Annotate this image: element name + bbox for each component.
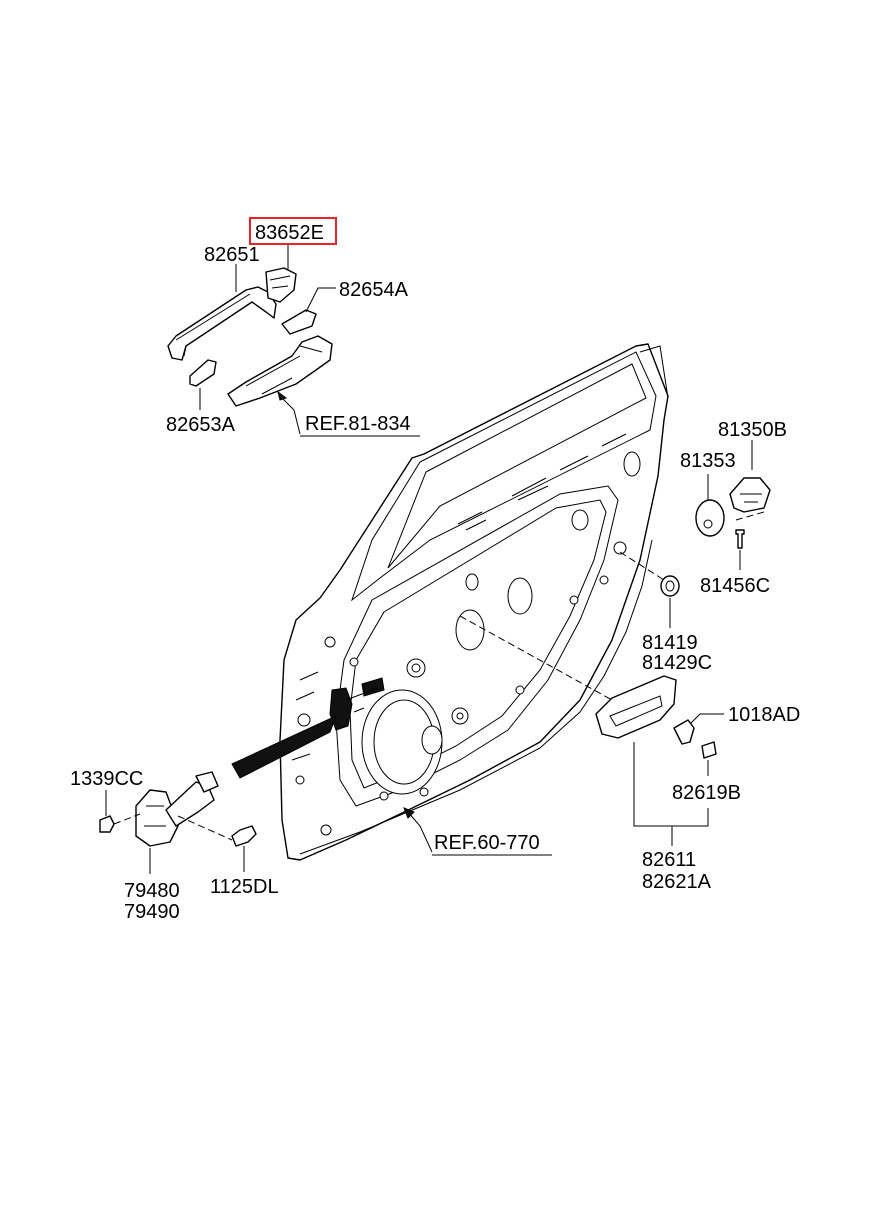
door-check-bolt[interactable] [231,825,257,847]
handle-gasket[interactable] [281,309,317,335]
label-81429C[interactable]: 81429C [642,652,712,674]
label-81419[interactable]: 81419 [642,632,698,654]
striker[interactable] [729,477,771,513]
label-79480[interactable]: 79480 [124,880,180,902]
label-82619B[interactable]: 82619B [672,782,741,804]
pointer-wedge [231,715,337,779]
handle-plug[interactable] [701,741,717,759]
label-ref-60-770[interactable]: REF.60-770 [434,832,540,854]
handle-pad[interactable] [189,359,217,387]
label-1125DL[interactable]: 1125DL [210,876,279,898]
check-link-mount [329,687,353,731]
outside-handle-group [167,244,336,435]
label-81353[interactable]: 81353 [680,450,736,472]
label-79490[interactable]: 79490 [124,901,180,923]
door-check[interactable] [135,789,179,847]
highlight-box [249,217,337,245]
label-1339CC[interactable]: 1339CC [70,768,143,790]
label-82621A[interactable]: 82621A [642,871,712,893]
striker-cover[interactable] [695,499,725,537]
grommet[interactable] [660,575,680,597]
door-check-group [99,771,257,874]
handle-cap[interactable] [265,267,297,303]
door-assembly [231,343,669,861]
label-82653A[interactable]: 82653A [166,414,236,436]
door-check-arm[interactable] [165,781,215,827]
label-82611[interactable]: 82611 [642,849,696,871]
inside-handle-group [595,675,724,846]
inside-handle-bolt[interactable] [673,719,695,745]
label-81350B[interactable]: 81350B [718,419,787,441]
striker-screw[interactable] [735,529,745,549]
label-ref-81-834[interactable]: REF.81-834 [305,413,411,435]
label-83652E[interactable]: 83652E [255,222,324,244]
door-check-nut[interactable] [99,815,115,833]
outside-handle[interactable] [167,286,277,361]
label-1018AD[interactable]: 1018AD [728,704,800,726]
label-81456C[interactable]: 81456C [700,575,770,597]
striker-group [695,440,771,570]
inside-handle[interactable] [595,675,677,739]
label-82654A[interactable]: 82654A [339,279,409,301]
label-82651[interactable]: 82651 [204,244,260,266]
handle-bracket[interactable] [227,335,333,407]
grommet-group [660,575,680,628]
